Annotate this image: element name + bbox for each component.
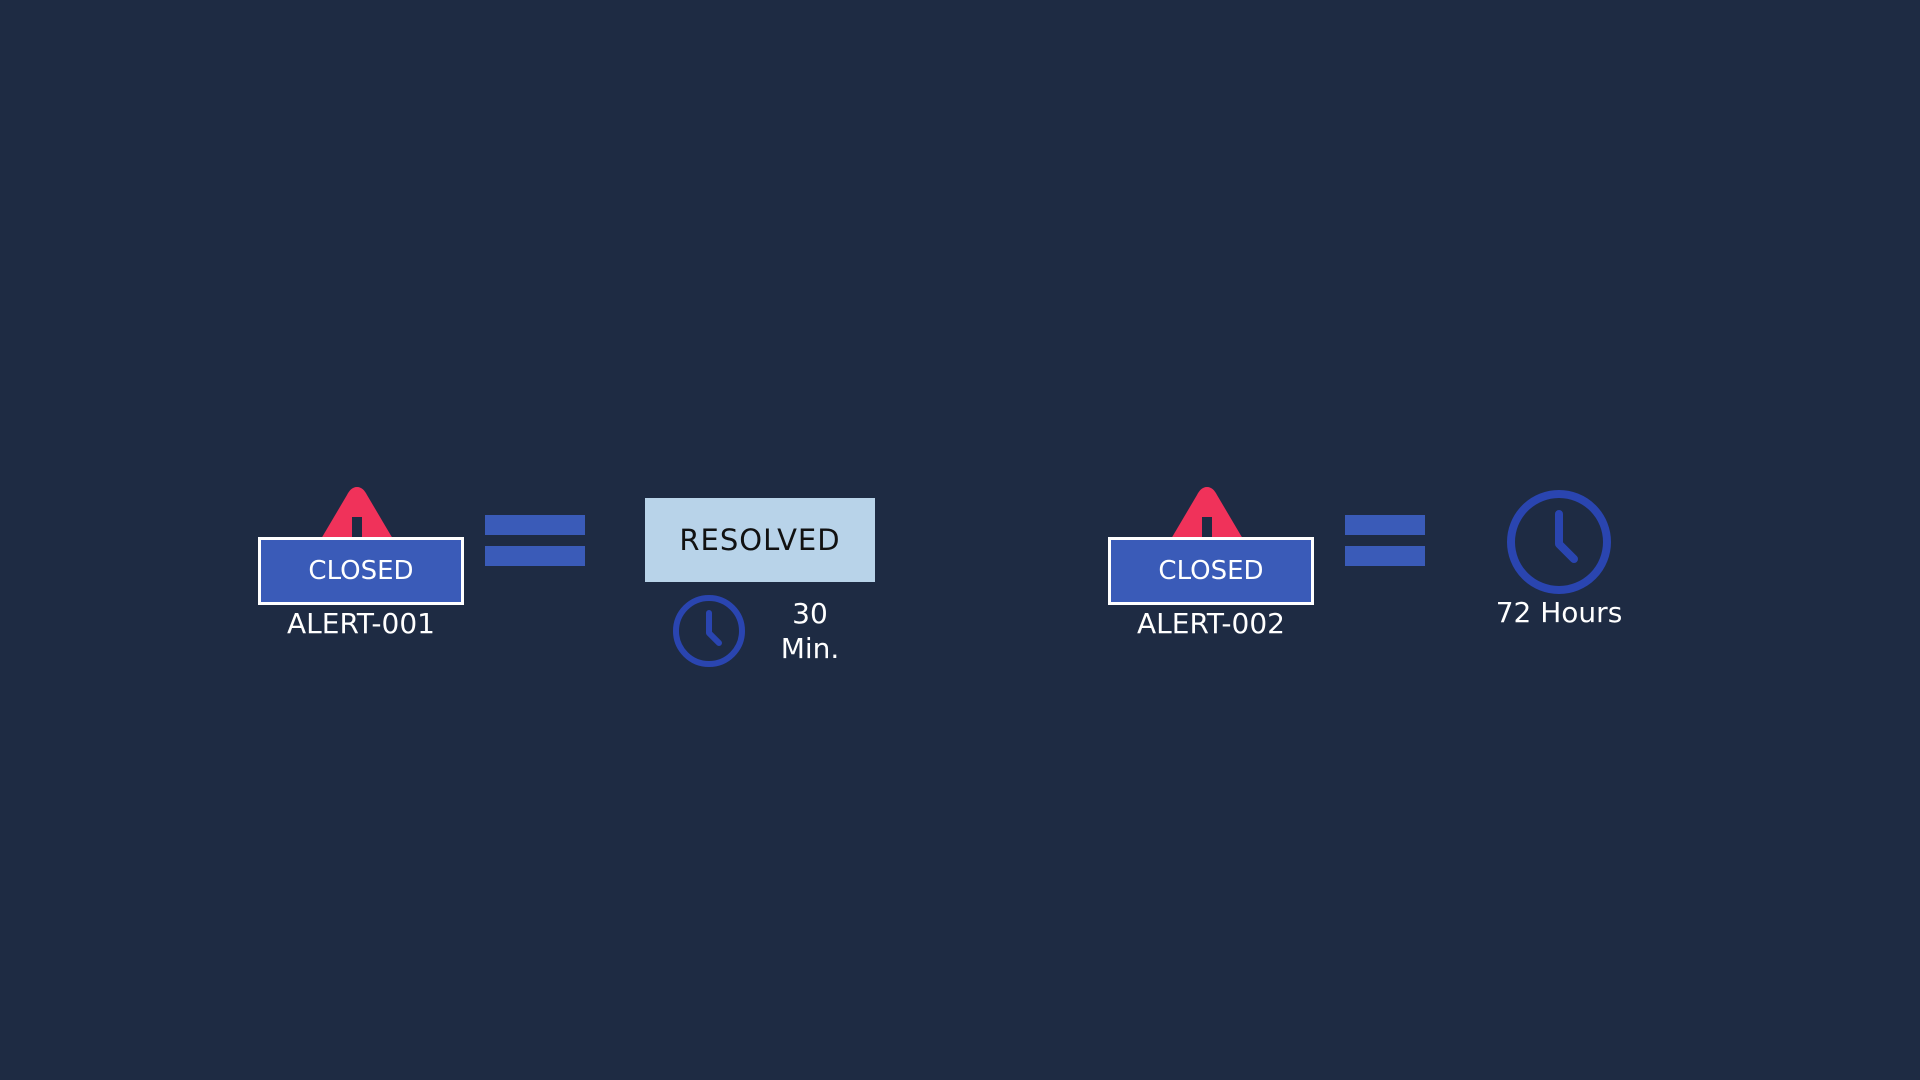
warning-triangle-icon [321, 487, 393, 539]
alert-group-002: CLOSED ALERT-002 [1108, 485, 1314, 655]
duration-label-72-hours: 72 Hours [1495, 596, 1623, 629]
duration-unit: Min. [780, 632, 840, 665]
alert-id-label: ALERT-001 [287, 607, 435, 640]
warning-triangle-icon [1171, 487, 1243, 539]
clock-icon [673, 595, 745, 667]
equals-icon [485, 515, 585, 566]
status-badge-closed: CLOSED [258, 537, 464, 605]
alert-id-label: ALERT-002 [1137, 607, 1285, 640]
status-badge-closed: CLOSED [1108, 537, 1314, 605]
alert-group-001: CLOSED ALERT-001 [258, 485, 464, 655]
equals-icon [1345, 515, 1425, 566]
status-badge-resolved: RESOLVED [645, 498, 875, 582]
duration-value: 30 [792, 597, 828, 630]
duration-label-30-min: 30 Min. [770, 596, 850, 666]
clock-icon [1507, 490, 1611, 594]
